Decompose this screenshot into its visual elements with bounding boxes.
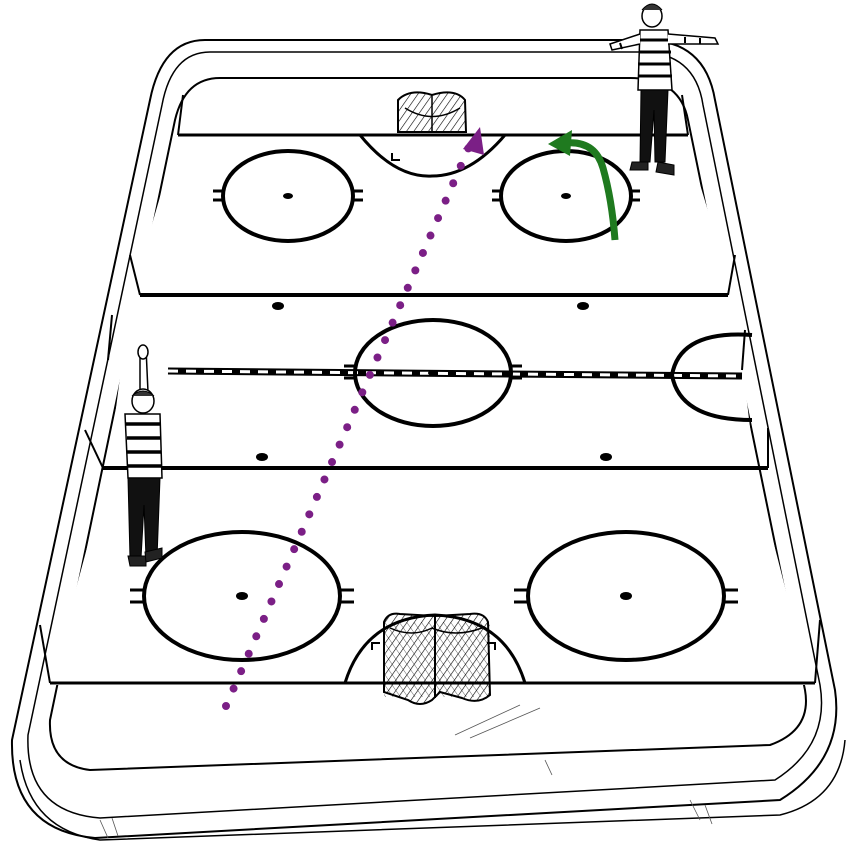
- far-goal-net-icon: [398, 92, 466, 132]
- near-goal-net-icon: [384, 614, 490, 704]
- center-line: [168, 371, 742, 376]
